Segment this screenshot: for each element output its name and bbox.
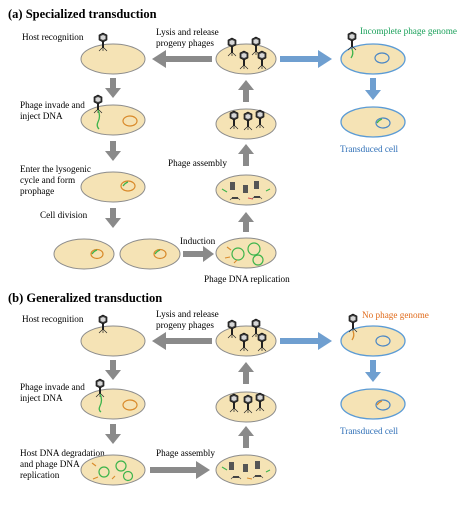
- arrow-icon: [365, 360, 381, 382]
- a-incomplete-genome-label: Incomplete phage genome: [360, 26, 457, 36]
- arrow-icon: [152, 50, 212, 68]
- b-degradation-label-2: and phage DNA: [20, 459, 80, 469]
- b-lysis-label-1: Lysis and release: [156, 309, 219, 319]
- arrow-icon: [105, 208, 121, 228]
- arrow-icon: [152, 332, 212, 350]
- b-degradation-label-3: replication: [20, 470, 60, 480]
- a-host-cell: [80, 43, 146, 75]
- arrow-icon: [238, 80, 254, 102]
- a-lysogenic-label-1: Enter the lysogenic: [20, 164, 91, 174]
- b-invade-cell: [80, 388, 146, 420]
- a-infect-cell: [340, 43, 406, 75]
- arrow-icon: [105, 360, 121, 380]
- b-degradation-cell: [80, 454, 146, 486]
- a-division-cell-left: [53, 238, 115, 270]
- arrow-icon: [150, 461, 210, 479]
- a-replication-cell: [215, 237, 277, 269]
- b-assembly-label: Phage assembly: [156, 448, 215, 458]
- b-host-recognition-label: Host recognition: [22, 314, 84, 324]
- a-lysogenic-cell: [80, 171, 146, 203]
- a-replication-label: Phage DNA replication: [204, 274, 290, 284]
- arrow-icon: [105, 141, 121, 161]
- a-transduced-label: Transduced cell: [340, 144, 399, 154]
- arrow-icon: [365, 78, 381, 100]
- a-host-recognition-label: Host recognition: [22, 32, 84, 42]
- arrow-icon: [238, 144, 254, 166]
- arrow-icon: [105, 424, 121, 444]
- a-division-cell-right: [119, 238, 181, 270]
- a-lysis-label-2: progeny phages: [156, 38, 214, 48]
- a-lysogenic-label-2: cycle and form: [20, 175, 75, 185]
- b-infect-cell: [340, 325, 406, 357]
- b-transduced-label: Transduced cell: [340, 426, 399, 436]
- a-invade-label-2: inject DNA: [20, 111, 63, 121]
- a-transduced-cell: [340, 106, 406, 138]
- a-invade-cell: [80, 104, 146, 136]
- a-induction-label: Induction: [180, 236, 216, 246]
- a-cell-division-label: Cell division: [40, 210, 88, 220]
- panel-b-title: (b) Generalized transduction: [8, 291, 162, 305]
- arrow-icon: [280, 332, 332, 350]
- b-invade-label-1: Phage invade and: [20, 382, 85, 392]
- b-transduced-cell: [340, 388, 406, 420]
- b-lysis-label-2: progeny phages: [156, 320, 214, 330]
- arrow-icon: [238, 426, 254, 448]
- a-assembly-label: Phage assembly: [168, 158, 227, 168]
- arrow-icon: [280, 50, 332, 68]
- a-lysogenic-label-3: prophage: [20, 186, 54, 196]
- b-invade-label-2: inject DNA: [20, 393, 63, 403]
- arrow-icon: [105, 78, 121, 98]
- a-invade-label-1: Phage invade and: [20, 100, 85, 110]
- arrow-icon: [238, 212, 254, 232]
- a-lysis-label-1: Lysis and release: [156, 27, 219, 37]
- arrow-icon: [183, 246, 214, 262]
- arrow-icon: [238, 362, 254, 384]
- b-degradation-label-1: Host DNA degradation: [20, 448, 105, 458]
- panel-a-title: (a) Specialized transduction: [8, 7, 157, 21]
- b-host-cell: [80, 325, 146, 357]
- b-no-genome-label: No phage genome: [362, 310, 429, 320]
